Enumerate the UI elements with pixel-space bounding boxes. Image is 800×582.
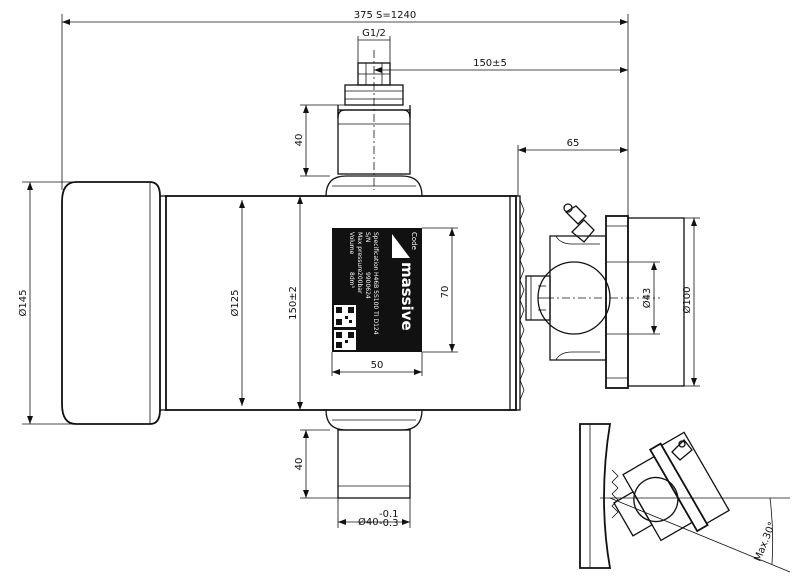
body-diameter-label: Ø125 xyxy=(229,290,241,317)
volume-value: 8dm³ xyxy=(348,272,355,288)
ball-diameter-label: Ø43 xyxy=(641,288,653,309)
port-fitting xyxy=(344,50,404,190)
ball-offset-label: 65 xyxy=(567,138,580,149)
pressure-value: 200bar xyxy=(356,272,363,294)
top-trunnion xyxy=(325,105,423,197)
trunnion-span-dimension: 150±2 xyxy=(288,196,303,410)
label-height-label: 70 xyxy=(440,286,451,299)
port-offset-dimension: 150±5 xyxy=(374,58,628,73)
volume-label: Volume xyxy=(348,232,355,255)
brand-logo-icon xyxy=(392,234,410,258)
end-cap xyxy=(61,181,168,425)
bottom-trunnion-height-label: 40 xyxy=(294,458,305,471)
flange-diameter-label: Ø100 xyxy=(681,287,693,314)
label-width-dimension: 50 xyxy=(331,352,423,376)
code-label: Code xyxy=(410,232,418,250)
sn-value: 9900624 xyxy=(364,272,371,299)
port-offset-label: 150±5 xyxy=(473,58,507,69)
cylinder-body: Ø125 xyxy=(165,195,525,411)
label-width-label: 50 xyxy=(371,360,384,371)
tilt-detail-view: Max.30° xyxy=(579,423,791,573)
spec-value: H46B 5S100 TI D124 xyxy=(372,272,379,335)
overall-length-dimension: 375 S=1240 xyxy=(61,10,629,218)
outer-diameter-label: Ø145 xyxy=(17,290,29,317)
trunnion-span-label: 150±2 xyxy=(288,286,299,320)
detail-grease-nipple xyxy=(671,439,693,461)
qr-code-icon xyxy=(334,305,356,350)
ball-diameter-dimension: Ø43 xyxy=(606,261,660,335)
flange-diameter-dimension: Ø100 xyxy=(681,217,700,387)
max-angle-label: Max.30° xyxy=(753,520,779,563)
nameplate: massive Code Specification H46B 5S100 TI… xyxy=(332,228,422,352)
ball-offset-dimension: 65 xyxy=(517,138,628,196)
pin-tolerance-upper: -0.1 xyxy=(379,509,399,520)
port-label: G1/2 xyxy=(362,28,386,39)
pin-diameter-label: Ø40 xyxy=(358,516,379,528)
bottom-trunnion-height-dimension: 40 xyxy=(294,429,338,499)
bottom-trunnion xyxy=(325,409,423,499)
pin-diameter-dimension: Ø40 -0.1 -0.3 xyxy=(337,498,411,529)
brand-name: massive xyxy=(398,262,416,331)
overall-length-label: 375 S=1240 xyxy=(354,10,416,21)
top-trunnion-height-dimension: 40 xyxy=(294,104,345,177)
mounting-flange xyxy=(605,215,685,389)
pin-tolerance-lower: -0.3 xyxy=(379,518,399,529)
outer-diameter-dimension: Ø145 xyxy=(17,181,76,425)
grease-nipple xyxy=(563,203,595,243)
top-trunnion-height-label: 40 xyxy=(294,134,305,147)
label-height-dimension: 70 xyxy=(422,227,458,353)
ball-joint xyxy=(525,235,660,361)
spec-label: Specification xyxy=(372,232,379,271)
pressure-label: Max pressure xyxy=(356,232,363,273)
sn-label: S/N xyxy=(364,232,371,242)
port-dimension: G1/2 xyxy=(357,28,391,70)
